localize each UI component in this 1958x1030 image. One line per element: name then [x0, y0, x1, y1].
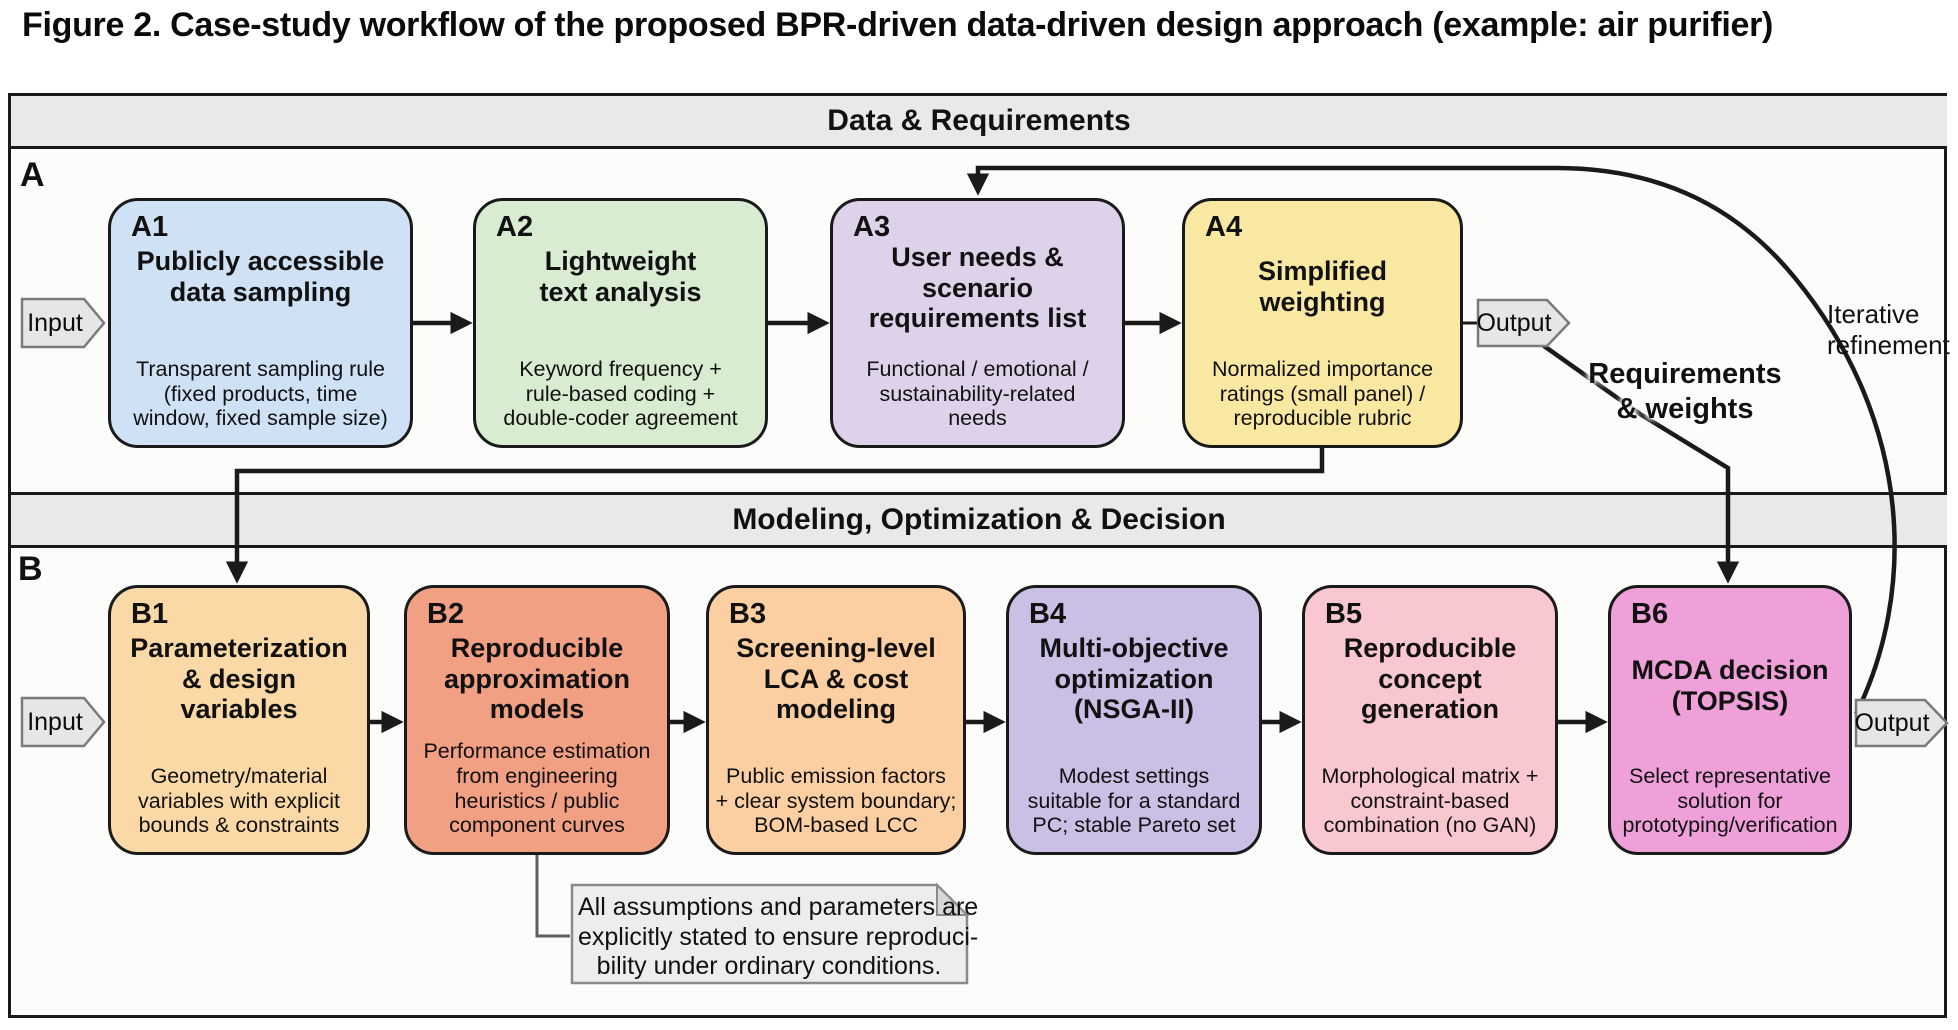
box-b5-code: B5 [1325, 598, 1363, 630]
band-modeling-optimization-decision: Modeling, Optimization & Decision [11, 492, 1947, 548]
box-b2-desc: Performance estimation from engineering … [423, 739, 651, 838]
box-b1-code: B1 [131, 598, 169, 630]
box-a4-title: Simplified weighting [1257, 256, 1387, 317]
box-a1-code: A1 [131, 211, 169, 243]
box-b5-desc: Morphological matrix + constraint-based … [1321, 763, 1539, 838]
box-b3-code: B3 [729, 598, 767, 630]
box-a1-desc: Transparent sampling rule (fixed product… [133, 356, 388, 431]
box-a2: A2 Lightweight text analysis Keyword fre… [473, 198, 768, 448]
box-a1-title: Publicly accessible data sampling [136, 246, 385, 307]
box-b4-desc: Modest settings suitable for a standard … [1027, 763, 1241, 838]
box-a1: A1 Publicly accessible data sampling Tra… [108, 198, 413, 448]
requirements-weights-label: Requirements & weights [1588, 358, 1782, 425]
box-b2-title: Reproducible approximation models [443, 633, 631, 724]
figure-title: Figure 2. Case-study workflow of the pro… [22, 6, 1774, 44]
box-b4-code: B4 [1029, 598, 1067, 630]
box-a3-title: User needs & scenario requirements list [868, 242, 1087, 333]
band-data-requirements: Data & Requirements [11, 96, 1947, 149]
box-a4-code: A4 [1205, 211, 1243, 243]
box-b1-title: Parameterization & design variables [130, 633, 348, 724]
box-b3-desc: Public emission factors + clear system b… [715, 763, 957, 838]
box-b4-title: Multi-objective optimization (NSGA-II) [1039, 633, 1229, 724]
output-tag-b-label: Output [1854, 708, 1930, 737]
section-label-a: A [20, 156, 45, 194]
box-b3-title: Screening-level LCA & cost modeling [736, 633, 936, 724]
box-a4-desc: Normalized importance ratings (small pan… [1211, 356, 1434, 431]
box-b6-title: MCDA decision (TOPSIS) [1631, 655, 1829, 716]
box-b3: B3 Screening-level LCA & cost modeling P… [706, 585, 966, 855]
iterative-refinement-label: Iterative refinement [1827, 299, 1950, 361]
box-a4: A4 Simplified weighting Normalized impor… [1182, 198, 1463, 448]
box-a3-code: A3 [853, 211, 891, 243]
input-tag-b-label: Input [27, 707, 83, 736]
box-b1: B1 Parameterization & design variables G… [108, 585, 370, 855]
box-a2-desc: Keyword frequency + rule-based coding + … [503, 356, 738, 431]
note-text: All assumptions and parameters are expli… [578, 893, 979, 980]
output-tag-a-label: Output [1476, 308, 1552, 337]
box-a2-code: A2 [496, 211, 534, 243]
box-b2: B2 Reproducible approximation models Per… [404, 585, 670, 855]
section-label-b: B [18, 550, 43, 588]
box-b5-title: Reproducible concept generation [1343, 633, 1517, 724]
box-b1-desc: Geometry/material variables with explici… [138, 763, 340, 838]
band-data-requirements-title: Data & Requirements [827, 104, 1131, 137]
box-b6-code: B6 [1631, 598, 1669, 630]
box-b6: B6 MCDA decision (TOPSIS) Select represe… [1608, 585, 1852, 855]
box-a3: A3 User needs & scenario requirements li… [830, 198, 1125, 448]
box-a3-desc: Functional / emotional / sustainability-… [866, 356, 1089, 431]
box-b5: B5 Reproducible concept generation Morph… [1302, 585, 1558, 855]
box-b6-desc: Select representative solution for proto… [1622, 763, 1838, 838]
box-b2-code: B2 [427, 598, 465, 630]
input-tag-a-label: Input [27, 308, 83, 337]
box-b4: B4 Multi-objective optimization (NSGA-II… [1006, 585, 1262, 855]
band-modeling-title: Modeling, Optimization & Decision [732, 503, 1226, 536]
box-a2-title: Lightweight text analysis [539, 246, 702, 307]
